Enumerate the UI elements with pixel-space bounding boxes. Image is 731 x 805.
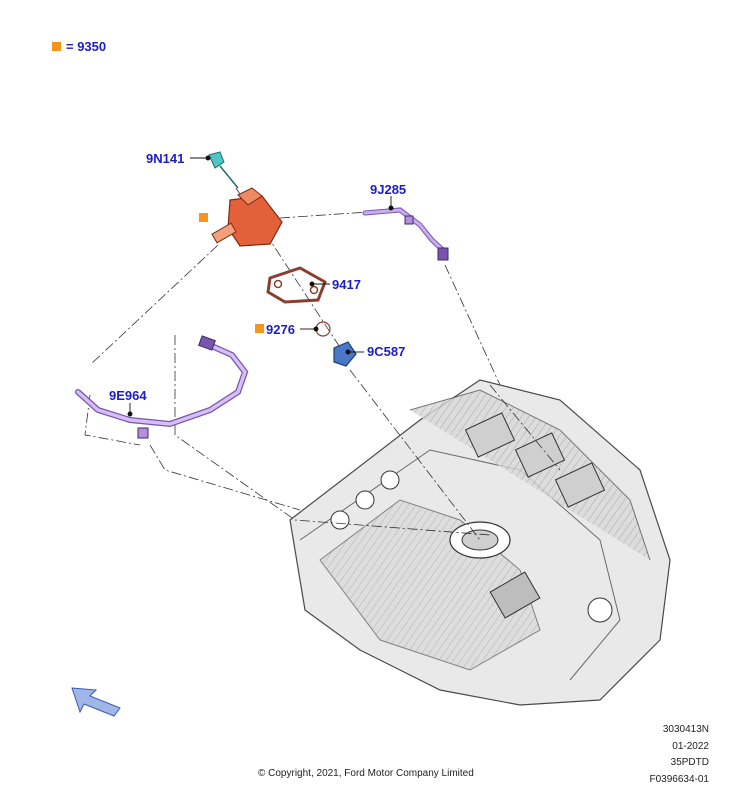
drawing-info: 3030413N 01-2022 35PDTD F0396634-01	[650, 722, 710, 788]
sensor-part	[208, 151, 239, 189]
callout-9j285: 9J285	[370, 182, 407, 197]
orange-marker-o-ring	[255, 324, 264, 333]
blue-cap-part	[333, 341, 357, 367]
direction-arrow-icon	[71, 687, 121, 717]
purple-tube-lower	[75, 335, 249, 439]
orange-marker-housing	[199, 213, 208, 222]
callout-9276: 9276	[266, 322, 295, 337]
callout-9417: 9417	[332, 277, 361, 292]
drawing-code: 35PDTD	[670, 757, 709, 768]
leader-lines	[127, 155, 394, 417]
gasket-part	[266, 266, 327, 304]
legend: = 9350	[52, 39, 106, 54]
callout-9c587: 9C587	[367, 344, 406, 359]
engine-block	[289, 379, 671, 706]
drawing-date: 01-2022	[672, 740, 709, 752]
purple-tube-upper	[362, 207, 449, 261]
figure-id: F0396634-01	[649, 773, 710, 785]
copyright-notice: © Copyright, 2021, Ford Motor Company Li…	[258, 768, 474, 779]
callout-9e964: 9E964	[109, 388, 147, 403]
orange-housing-part	[211, 187, 283, 247]
legend-marker	[52, 42, 61, 51]
legend-text: = 9350	[66, 39, 107, 54]
drawing-number: 3030413N	[662, 724, 709, 735]
callout-9n141: 9N141	[146, 151, 185, 166]
